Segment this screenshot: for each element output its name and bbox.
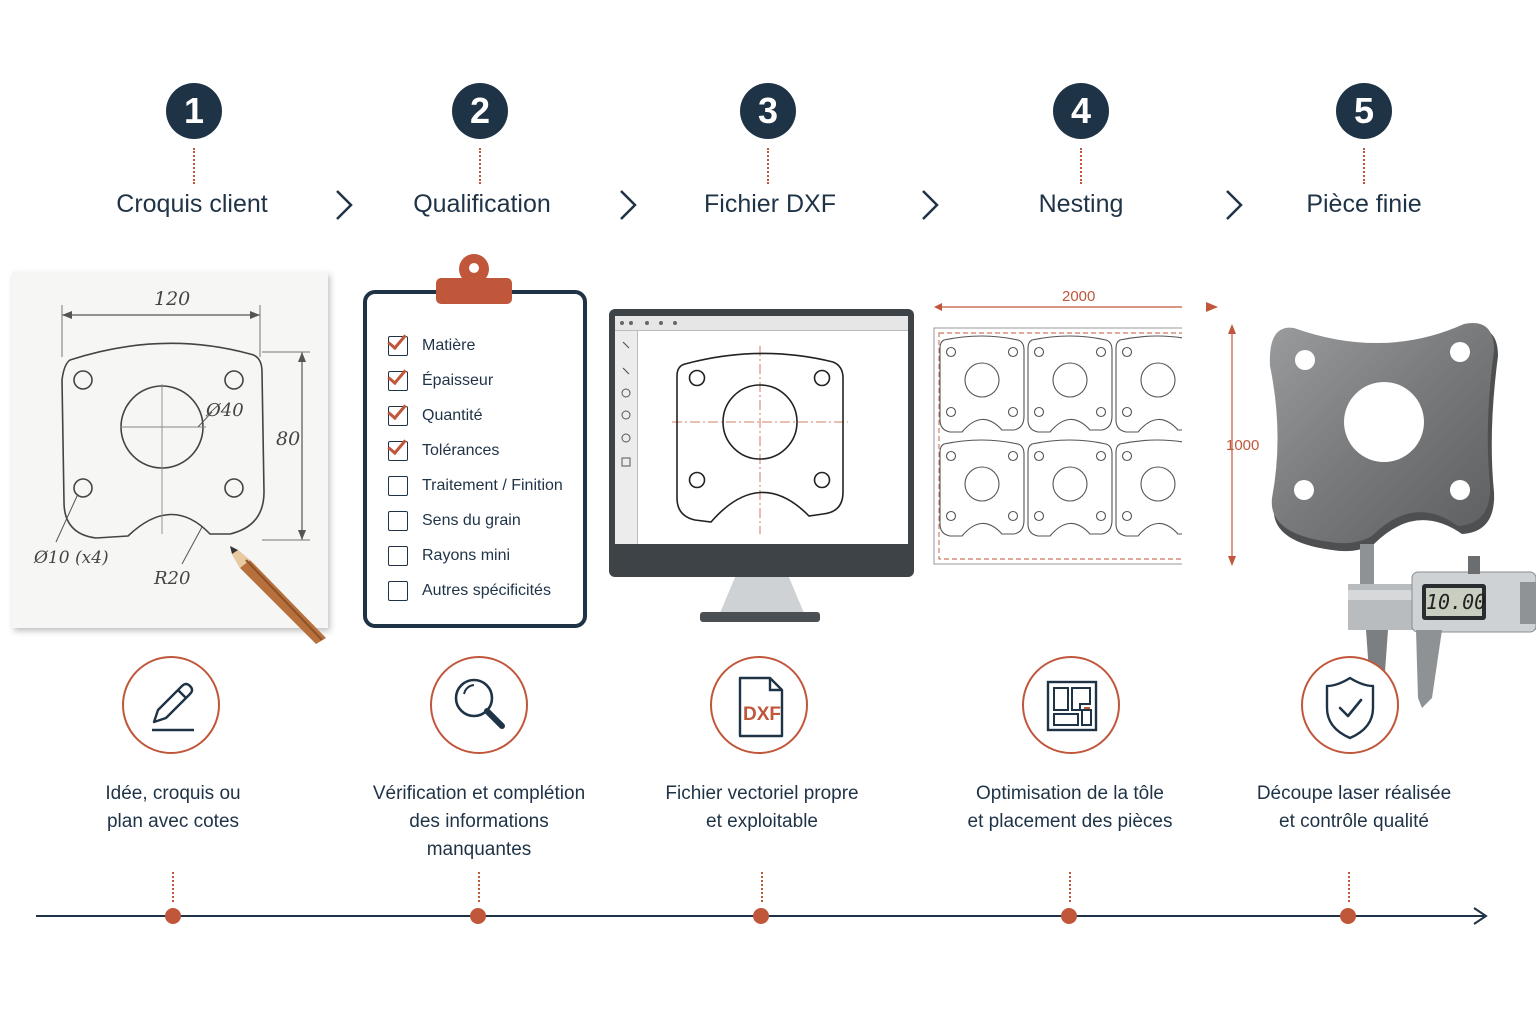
step-3-icon-ring: DXF bbox=[710, 656, 808, 754]
nested-part bbox=[1115, 439, 1182, 537]
chevron-right-icon bbox=[620, 190, 637, 220]
nested-part bbox=[1115, 335, 1182, 433]
timeline-dot-2 bbox=[470, 908, 486, 924]
nesting-width-label: 2000 bbox=[1062, 288, 1096, 305]
checkbox-checked-icon bbox=[388, 405, 408, 426]
step-1-connector bbox=[193, 148, 195, 184]
nesting-height-label: 1000 bbox=[1226, 437, 1260, 454]
step-2-icon-ring bbox=[430, 656, 528, 754]
step-3-number: 3 bbox=[740, 83, 796, 139]
nested-part bbox=[1027, 335, 1113, 433]
dxf-file-icon bbox=[738, 676, 784, 738]
checklist-item: Tolérances bbox=[388, 433, 563, 468]
step-2-number: 2 bbox=[452, 83, 508, 139]
pencil-icon bbox=[152, 682, 194, 732]
checklist-item: Autres spécificités bbox=[388, 573, 563, 608]
magnifier-icon bbox=[454, 678, 505, 729]
timeline-dot-1 bbox=[165, 908, 181, 924]
nesting-height-dimension bbox=[1228, 324, 1236, 566]
step-1-icon-ring bbox=[122, 656, 220, 754]
checklist-item: Sens du grain bbox=[388, 503, 563, 538]
step-3-title: Fichier DXF bbox=[704, 190, 836, 218]
caliper-reading: 10.00 bbox=[1426, 590, 1487, 614]
step-4-number: 4 bbox=[1053, 83, 1109, 139]
nesting-width-arrow-head bbox=[1206, 302, 1218, 312]
checklist-item: Matière bbox=[388, 328, 563, 363]
cad-toolbar bbox=[615, 316, 908, 331]
step-1-number: 1 bbox=[166, 83, 222, 139]
finished-part bbox=[1269, 323, 1498, 552]
step-3-connector bbox=[767, 148, 769, 184]
step-4-title: Nesting bbox=[1038, 190, 1124, 218]
checklist-item-label: Rayons mini bbox=[422, 546, 511, 564]
nesting-sheet bbox=[933, 303, 1182, 565]
checklist-item-label: Épaisseur bbox=[422, 371, 494, 389]
sketch-height-label: 80 bbox=[276, 428, 301, 450]
checklist-item-label: Sens du grain bbox=[422, 511, 521, 529]
checklist-item: Traitement / Finition bbox=[388, 468, 563, 503]
checklist-item: Quantité bbox=[388, 398, 563, 433]
chevron-right-icon bbox=[336, 190, 353, 220]
shield-check-icon bbox=[1325, 676, 1375, 740]
caliper-illustration bbox=[1348, 544, 1536, 708]
timeline-tick-2 bbox=[478, 872, 480, 902]
step-2-title: Qualification bbox=[413, 190, 551, 218]
checklist-item-label: Quantité bbox=[422, 406, 483, 424]
checkbox-empty-icon bbox=[388, 545, 408, 566]
checkbox-checked-icon bbox=[388, 335, 408, 356]
checkbox-empty-icon bbox=[388, 510, 408, 531]
cad-sidebar bbox=[615, 331, 638, 544]
timeline-dot-5 bbox=[1340, 908, 1356, 924]
checklist-item-label: Matière bbox=[422, 336, 476, 354]
nested-part bbox=[939, 335, 1025, 433]
sketch-hole-label: Ø40 bbox=[206, 400, 244, 421]
dxf-badge-label: DXF bbox=[743, 704, 781, 725]
checklist-item: Rayons mini bbox=[388, 538, 563, 573]
timeline-tick-5 bbox=[1348, 872, 1350, 902]
timeline-tick-1 bbox=[172, 872, 174, 902]
timeline-dot-4 bbox=[1061, 908, 1077, 924]
timeline-tick-4 bbox=[1069, 872, 1071, 902]
clipboard-clip-top bbox=[459, 254, 489, 284]
chevron-right-icon bbox=[922, 190, 939, 220]
sketch-small-holes-label: Ø10 (x4) bbox=[34, 548, 109, 568]
step-4-connector bbox=[1080, 148, 1082, 184]
sketch-paper: 120 80 Ø40 Ø10 (x4) R20 bbox=[12, 272, 328, 628]
step-4-icon-ring bbox=[1022, 656, 1120, 754]
checklist-item-label: Tolérances bbox=[422, 441, 500, 459]
nested-part bbox=[1027, 439, 1113, 537]
checkbox-checked-icon bbox=[388, 440, 408, 461]
step-5-number: 5 bbox=[1336, 83, 1392, 139]
timeline-tick-3 bbox=[761, 872, 763, 902]
monitor-neck bbox=[720, 577, 804, 613]
step-5-connector bbox=[1363, 148, 1365, 184]
cad-drawing bbox=[620, 321, 848, 534]
checkbox-empty-icon bbox=[388, 580, 408, 601]
sketch-radius-label: R20 bbox=[154, 568, 191, 589]
step-5-icon-ring bbox=[1301, 656, 1399, 754]
sketch-width-label: 120 bbox=[154, 288, 191, 310]
step-2-connector bbox=[479, 148, 481, 184]
pencil-illustration bbox=[230, 546, 326, 644]
nested-part bbox=[939, 439, 1025, 537]
timeline-dot-3 bbox=[753, 908, 769, 924]
checklist-item-label: Traitement / Finition bbox=[422, 476, 563, 494]
nesting-layout-icon bbox=[1046, 680, 1098, 732]
step-1-title: Croquis client bbox=[116, 190, 268, 218]
chevron-right-icon bbox=[1226, 190, 1243, 220]
checklist-item-label: Autres spécificités bbox=[422, 581, 551, 599]
step-5-title: Pièce finie bbox=[1306, 190, 1422, 218]
checkbox-empty-icon bbox=[388, 475, 408, 496]
checklist-item: Épaisseur bbox=[388, 363, 563, 398]
checkbox-checked-icon bbox=[388, 370, 408, 391]
monitor-base bbox=[700, 612, 820, 622]
